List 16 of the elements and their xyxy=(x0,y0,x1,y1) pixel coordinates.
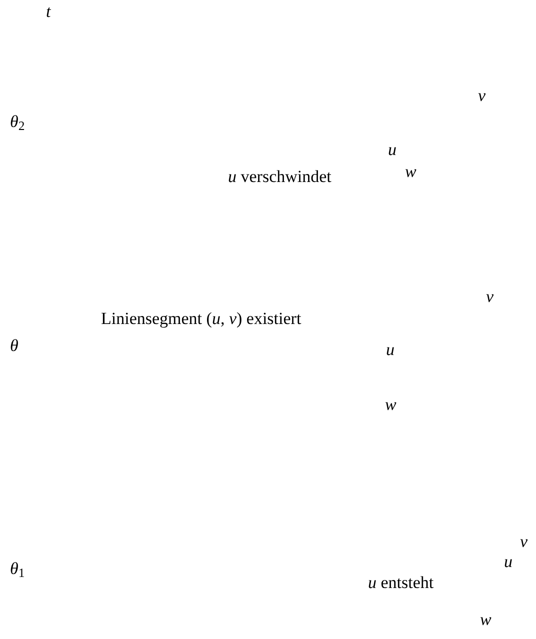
math-label: t xyxy=(46,2,51,22)
math-label: v xyxy=(478,86,486,106)
math-label: v xyxy=(486,287,494,307)
math-label: θ$_{2}$ xyxy=(10,112,25,132)
math-label: u verschwindet xyxy=(228,167,332,187)
math-label: u xyxy=(388,140,396,160)
math-label: u xyxy=(504,552,512,572)
math-label: θ xyxy=(10,336,18,356)
math-label: Liniensegment (u, v) existiert xyxy=(101,309,302,329)
math-label: w xyxy=(385,395,396,415)
math-label: u xyxy=(386,340,394,360)
math-label: θ$_{1}$ xyxy=(10,559,25,579)
math-label: w xyxy=(405,162,416,182)
math-label: w xyxy=(480,610,492,630)
math-label: u entsteht xyxy=(368,573,434,593)
math-label: v xyxy=(520,532,528,552)
